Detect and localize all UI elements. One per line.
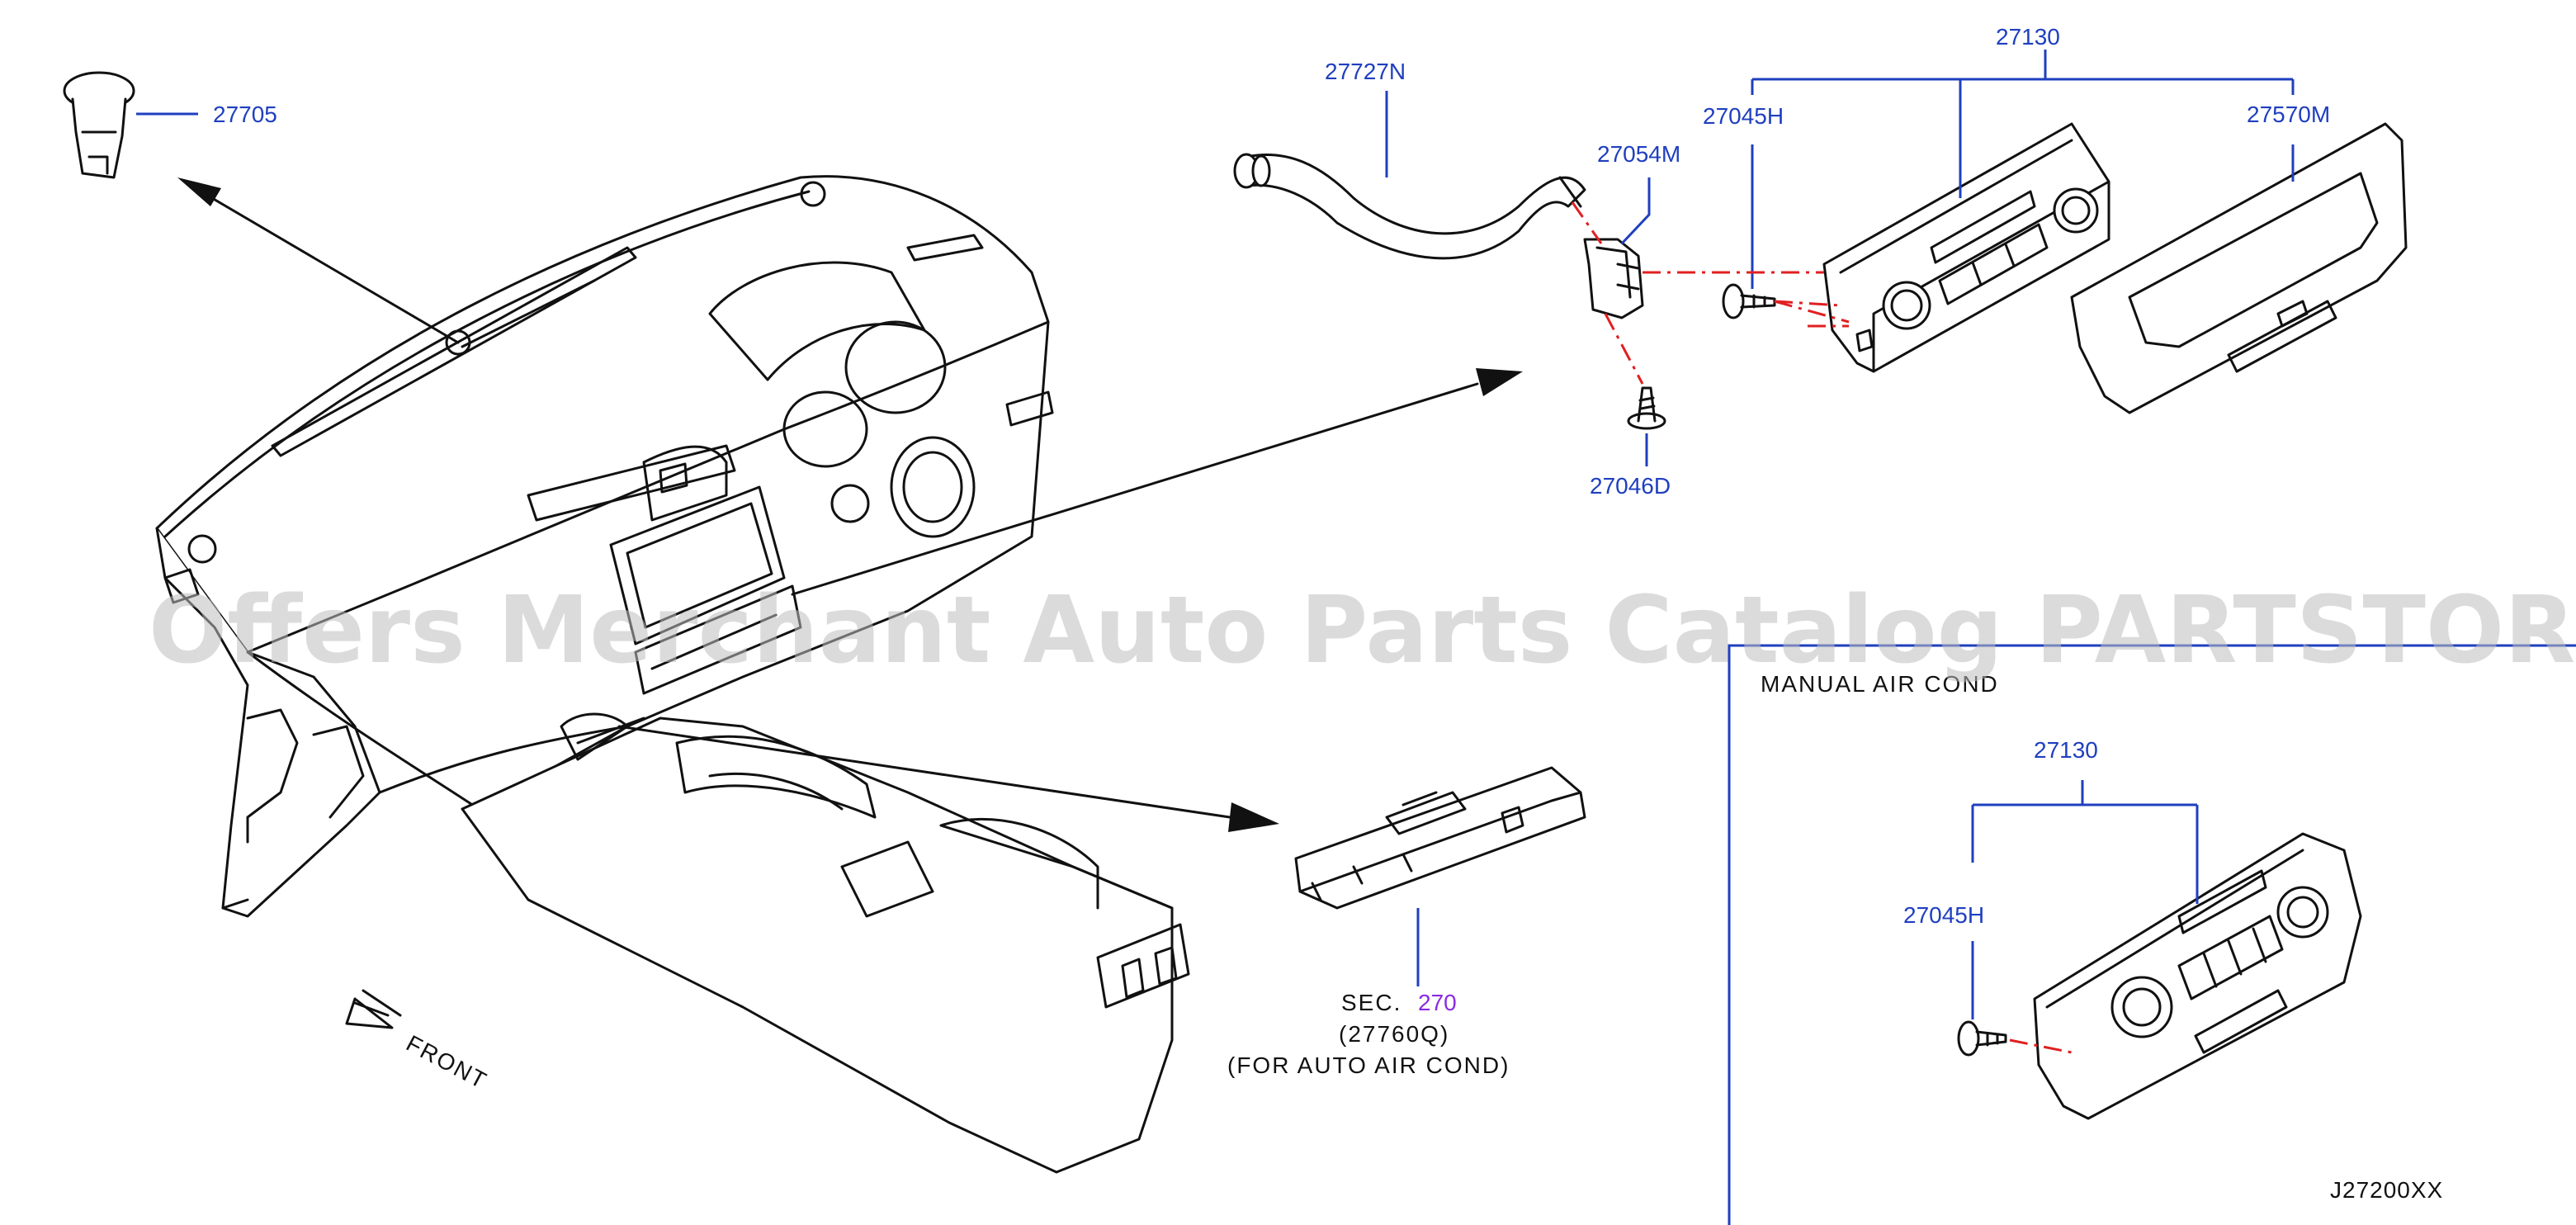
assembly-leaders: [1571, 201, 1850, 385]
inset-frame: [1728, 644, 2576, 1225]
callout-27705: 27705: [213, 102, 277, 127]
pointer-arrows: [177, 177, 1523, 832]
callout-27570M: 27570M: [2247, 102, 2330, 127]
part-27760Q-module: [1294, 766, 1586, 986]
callout-27760Q: (27760Q): [1339, 1021, 1449, 1047]
callout-27045H-top: 27045H: [1703, 103, 1784, 129]
callout-27130-top: 27130: [1996, 24, 2060, 50]
part-27705-sensor: [63, 71, 198, 179]
callout-27045H-inset: 27045H: [1903, 902, 1984, 928]
section-label: SEC.: [1341, 990, 1401, 1015]
section-number[interactable]: 270: [1418, 990, 1457, 1015]
callout-27054M: 27054M: [1597, 141, 1680, 167]
part-27130-control-unit: [1822, 122, 2110, 373]
auto-air-cond-note: (FOR AUTO AIR COND): [1227, 1052, 1510, 1078]
screws: [1627, 144, 1776, 466]
front-label: FRONT: [402, 1030, 492, 1094]
callout-27046D: 27046D: [1590, 473, 1671, 499]
callout-27727N: 27727N: [1325, 59, 1406, 84]
part-27727N-hose: [1233, 91, 1586, 260]
bracket-27130-top: [1751, 50, 2295, 198]
dashboard-drawing: [155, 175, 1190, 1174]
callout-27130-inset: 27130: [2034, 737, 2098, 763]
diagram-code: J27200XX: [2330, 1177, 2443, 1203]
bracket-27130-inset: [1971, 780, 2199, 904]
front-arrow-icon: [345, 989, 402, 1029]
part-27054M-sensor: [1583, 177, 1651, 319]
part-27130-manual-control-unit: [2033, 832, 2362, 1120]
part-27570M-finisher: [2070, 122, 2408, 414]
screw-27045H-inset: [1957, 941, 2073, 1057]
watermark-text: Offers Merchant Auto Parts Catalog PARTS…: [149, 577, 2576, 684]
inset-title: MANUAL AIR COND: [1761, 671, 1999, 697]
